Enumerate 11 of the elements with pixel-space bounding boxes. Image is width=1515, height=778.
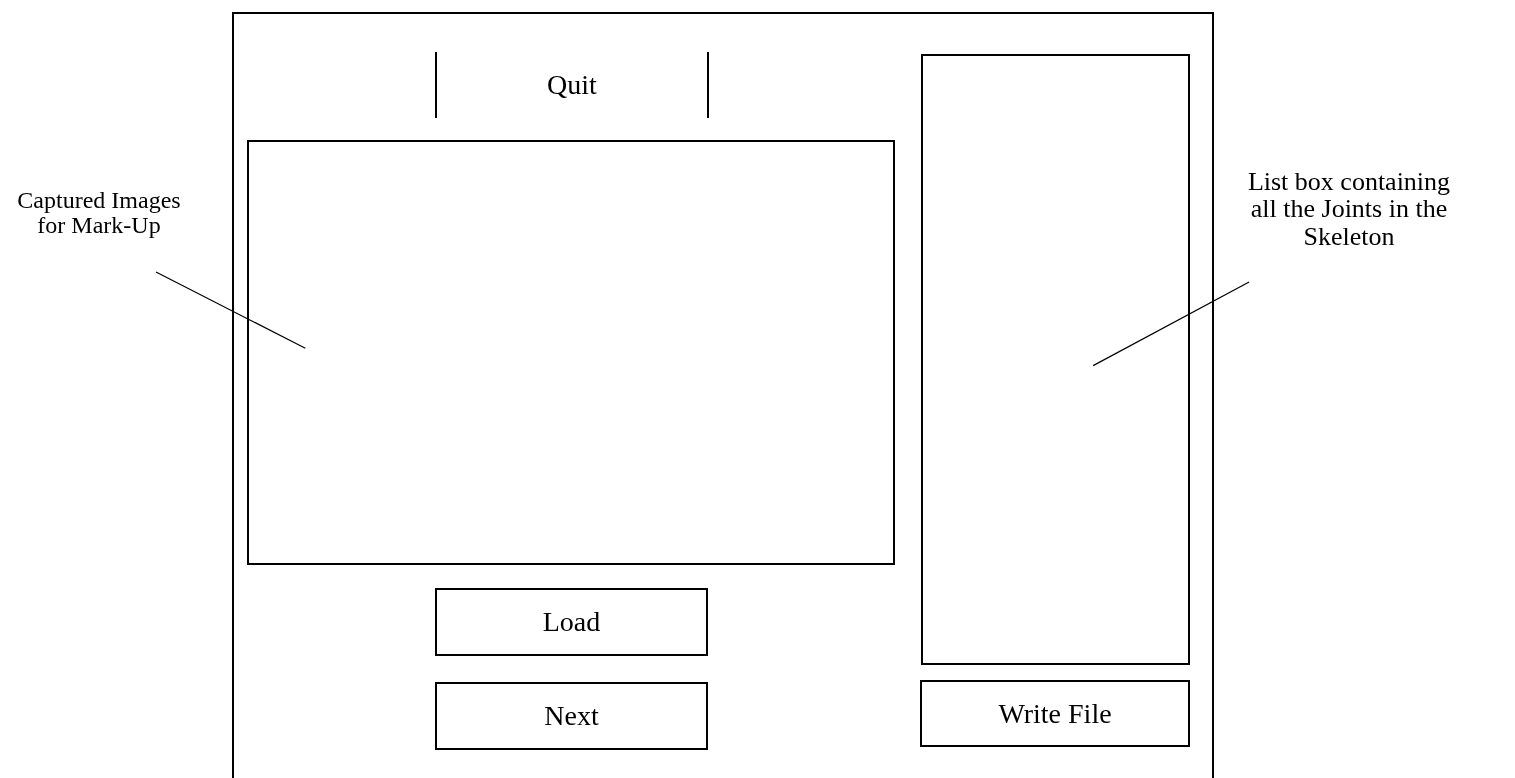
joint-list-box bbox=[921, 54, 1190, 665]
write-file-button: Write File bbox=[920, 680, 1190, 747]
leader-line bbox=[155, 271, 306, 349]
load-button: Load bbox=[435, 588, 708, 656]
quit-button: Quit bbox=[435, 52, 709, 118]
callout-text: List box containing all the Joints in the Skeleton bbox=[1246, 168, 1452, 250]
image-display-area bbox=[247, 140, 895, 565]
leader-line bbox=[1092, 281, 1250, 367]
window-frame bbox=[232, 12, 1214, 778]
callout-text: Captured Images for Mark-Up bbox=[16, 188, 182, 239]
next-button: Next bbox=[435, 682, 708, 750]
